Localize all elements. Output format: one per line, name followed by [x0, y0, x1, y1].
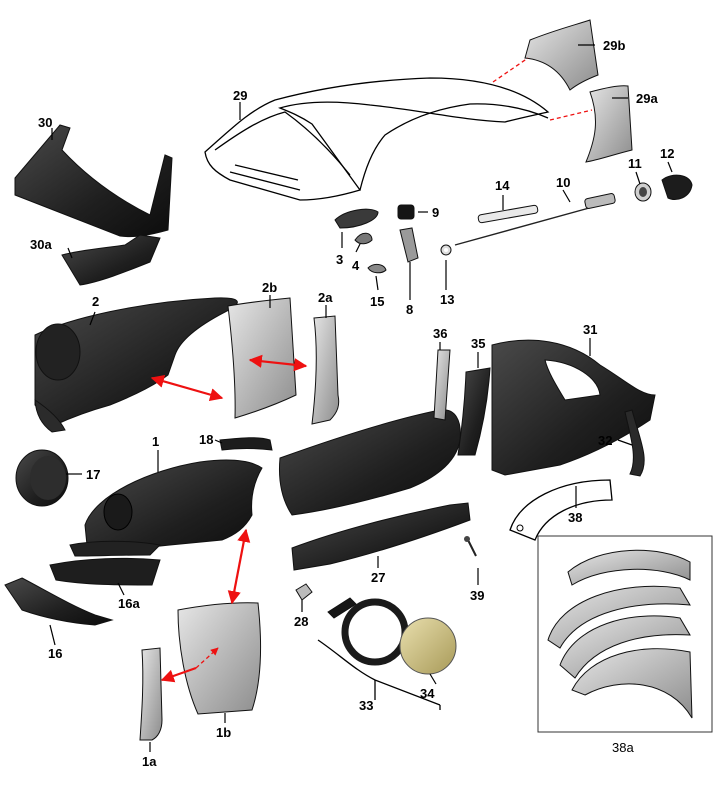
clip-part-28 — [295, 583, 313, 601]
roof-outline-part-29 — [204, 77, 550, 201]
label-34: 34 — [420, 686, 435, 701]
label-31: 31 — [583, 322, 597, 337]
washer-part-13 — [440, 244, 452, 256]
bumper-part-9 — [397, 204, 415, 220]
label-32: 32 — [598, 433, 612, 448]
knob-part-12 — [661, 174, 693, 200]
label-10: 10 — [556, 175, 570, 190]
label-15: 15 — [370, 294, 384, 309]
label-1: 1 — [152, 434, 159, 449]
repair-panel-part-2b — [227, 297, 297, 419]
label-2a: 2a — [318, 290, 333, 305]
part-labels: 29 29b 29a 30 30a 2 2b 2a 3 4 15 8 9 14 … — [30, 38, 674, 769]
repair-panel-part-2a — [311, 315, 340, 425]
label-38: 38 — [568, 510, 582, 525]
label-16: 16 — [48, 646, 62, 661]
label-30: 30 — [38, 115, 52, 130]
wheel-arch-part-38 — [509, 479, 613, 541]
grommet-part-11 — [634, 182, 652, 202]
spring-part-4 — [354, 232, 373, 245]
flare-set-part-38a — [547, 549, 693, 719]
label-1a: 1a — [142, 754, 157, 769]
label-4: 4 — [352, 258, 360, 273]
repair-panel-part-1a — [139, 647, 163, 741]
label-9: 9 — [432, 205, 439, 220]
label-39: 39 — [470, 588, 484, 603]
headlight-bucket-part-17 — [15, 449, 69, 507]
fuel-door-handle-part-3 — [334, 208, 379, 229]
label-33: 33 — [359, 698, 373, 713]
label-8: 8 — [406, 302, 413, 317]
label-35: 35 — [471, 336, 485, 351]
pillar-part-29b — [524, 19, 599, 91]
label-29b: 29b — [603, 38, 625, 53]
label-1b: 1b — [216, 725, 231, 740]
label-13: 13 — [440, 292, 454, 307]
fuel-filler-group-part-33 — [317, 597, 457, 710]
label-30a: 30a — [30, 237, 52, 252]
quarter-panel-part-31 — [491, 339, 656, 476]
rocker-panel-part-27 — [291, 502, 471, 571]
label-36: 36 — [433, 326, 447, 341]
cowl-part-30a — [61, 234, 161, 286]
label-17: 17 — [86, 467, 100, 482]
label-27: 27 — [371, 570, 385, 585]
repair-panel-part-1b — [177, 602, 261, 715]
label-2: 2 — [92, 294, 99, 309]
cable-part-10 — [454, 193, 616, 246]
label-11: 11 — [628, 156, 642, 171]
label-3: 3 — [336, 252, 343, 267]
bolt-part-39 — [464, 536, 477, 557]
cowl-part-30 — [14, 124, 173, 238]
bracket-part-32 — [624, 409, 645, 477]
label-29: 29 — [233, 88, 247, 103]
label-12: 12 — [660, 146, 674, 161]
label-14: 14 — [495, 178, 510, 193]
front-fender-part-1 — [69, 459, 263, 557]
panel-part-35 — [457, 367, 491, 456]
label-16a: 16a — [118, 596, 140, 611]
label-18: 18 — [199, 432, 213, 447]
leader-lines — [49, 44, 673, 752]
panel-part-16a — [49, 557, 161, 586]
label-38a: 38a — [612, 740, 634, 755]
pillar-part-29a — [585, 85, 633, 163]
label-29a: 29a — [636, 91, 658, 106]
strip-part-36 — [433, 349, 451, 421]
front-fender-part-2 — [34, 297, 238, 433]
label-28: 28 — [294, 614, 308, 629]
hinge-part-8 — [399, 227, 419, 263]
door-panel — [279, 409, 461, 516]
clip-part-15 — [367, 263, 387, 274]
label-2b: 2b — [262, 280, 277, 295]
bracket-part-18 — [219, 437, 273, 451]
panel-part-16 — [4, 577, 114, 626]
rod-part-14 — [477, 204, 539, 224]
